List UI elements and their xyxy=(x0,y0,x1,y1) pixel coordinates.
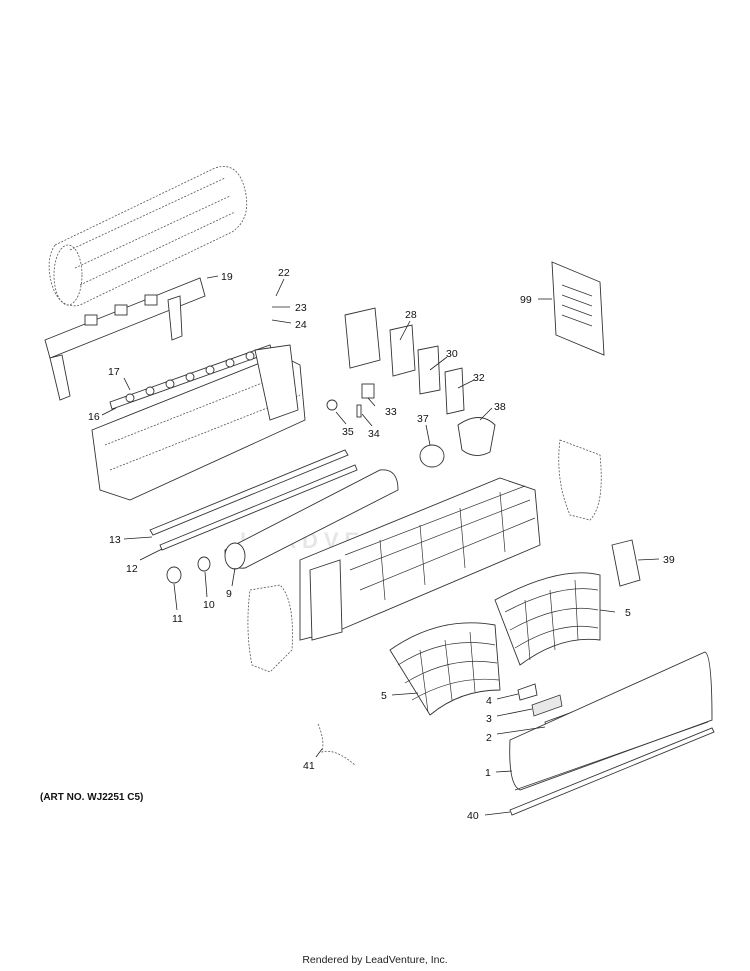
callout-40: 40 xyxy=(467,810,479,822)
wire-harness xyxy=(317,723,356,766)
callout-41: 41 xyxy=(303,760,315,772)
callout-9: 9 xyxy=(226,588,232,600)
callout-35: 35 xyxy=(342,426,354,438)
callout-28: 28 xyxy=(405,309,417,321)
callout-37: 37 xyxy=(417,413,429,425)
callout-32: 32 xyxy=(473,372,485,384)
callout-99: 99 xyxy=(520,294,532,306)
callout-5-right: 5 xyxy=(625,607,631,619)
callout-13: 13 xyxy=(109,534,121,546)
callout-22: 22 xyxy=(278,267,290,279)
callout-16: 16 xyxy=(88,411,100,423)
callout-34: 34 xyxy=(368,428,380,440)
top-drum-assembly xyxy=(48,166,248,307)
callout-5-left: 5 xyxy=(381,690,387,702)
evaporator-housing xyxy=(299,477,541,641)
callout-numbers: 19 22 23 24 17 16 28 30 32 38 33 34 35 3… xyxy=(88,267,675,822)
callout-24: 24 xyxy=(295,319,307,331)
side-cap-left xyxy=(247,584,293,673)
louver-blade xyxy=(509,727,715,816)
mounting-bracket xyxy=(611,539,641,587)
callout-38: 38 xyxy=(494,401,506,413)
callout-23: 23 xyxy=(295,302,307,314)
rails xyxy=(149,449,358,551)
callout-1: 1 xyxy=(485,767,491,779)
front-panel xyxy=(509,651,713,791)
filter-left xyxy=(389,622,501,716)
filter-right xyxy=(494,572,601,666)
callout-33: 33 xyxy=(385,406,397,418)
callout-19: 19 xyxy=(221,271,233,283)
callout-11: 11 xyxy=(172,613,183,625)
callout-12: 12 xyxy=(126,563,138,575)
callout-3: 3 xyxy=(486,713,492,725)
grille-frame xyxy=(44,277,206,401)
side-cap-right xyxy=(558,439,602,521)
roller-and-bearings xyxy=(166,469,399,584)
callout-10: 10 xyxy=(203,599,215,611)
footer-credit: Rendered by LeadVenture, Inc. xyxy=(302,954,448,966)
art-number: (ART NO. WJ2251 C5) xyxy=(40,792,144,803)
callout-39: 39 xyxy=(663,554,675,566)
callout-30: 30 xyxy=(446,348,458,360)
leader-lines xyxy=(101,275,660,816)
owners-manual xyxy=(551,261,605,356)
callout-17: 17 xyxy=(108,366,120,378)
callout-4: 4 xyxy=(486,695,492,707)
main-chassis xyxy=(91,344,306,501)
electrical-parts xyxy=(326,307,496,468)
callout-2: 2 xyxy=(486,732,492,744)
